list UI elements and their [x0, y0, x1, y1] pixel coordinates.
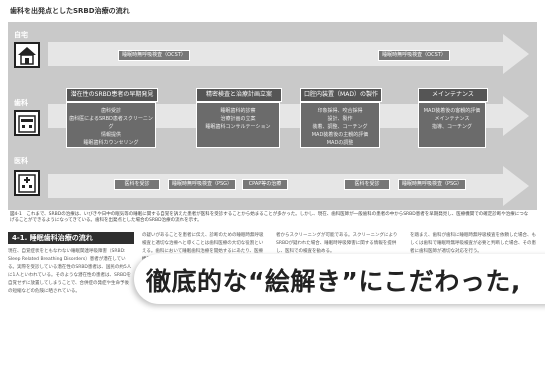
stage-mad-head: 口腔内装置（MAD）の製作	[300, 88, 382, 102]
stage-maintenance-head: メインテナンス	[418, 88, 488, 102]
arrow-head-dental	[503, 96, 529, 136]
ocst-pill-2: 睡眠時無呼吸検査（OCST）	[378, 50, 450, 61]
stage-line: 睡眠歯科的診察	[220, 108, 256, 114]
stage-maintenance-box: MAD装着後の客観的評価 メインテナンス 指導、コーチング	[418, 102, 486, 148]
figure-caption: 図4-1 これまで、SRBDの治療は、いびきや日中の眠気等の睡眠に関する自覚を訴…	[10, 212, 529, 223]
lane-label-dental: 歯科	[14, 99, 28, 107]
arrow-head-medical	[503, 166, 529, 206]
visit-medical-pill-2: 医科を受診	[344, 179, 390, 190]
lane-label-medical: 医科	[14, 157, 28, 165]
stage-line: 治療計画の立案	[220, 116, 256, 122]
psg-pill-1: 睡眠時無呼吸検査（PSG）	[168, 179, 236, 190]
figure-title: 歯科を出発点としたSRBD治療の流れ	[10, 7, 130, 15]
stage-line: 印象採得、咬合採得	[317, 108, 363, 114]
lane-home: 自宅	[8, 28, 537, 74]
bottom-fade	[0, 322, 545, 365]
stage-line: メインテナンス	[434, 116, 470, 122]
stage-line: MAD装着後の主観的評価	[311, 132, 369, 138]
stage-examination-box: 睡眠歯科的診察 治療計画の立案 睡眠歯科コンサルテーション	[196, 102, 280, 148]
stage-line: 装着、調整、コーチング	[312, 124, 368, 130]
body-column-4: を踏まえ、歯科が歯科に睡眠時無呼吸検査を依頼した場合、もしくは歯科で睡眠時無呼吸…	[410, 233, 536, 254]
stage-mad-box: 印象採得、咬合採得 設計、製作 装着、調整、コーチング MAD装着後の主観的評価…	[300, 102, 380, 148]
visit-medical-pill-1: 医科を受診	[114, 179, 160, 190]
stage-line: 睡眠歯科コンサルテーション	[205, 124, 271, 130]
stage-line: 歯科医によるSRBD患者スクリーニング	[69, 116, 153, 130]
body-column-3: 者からスクリーニングが可能である。スクリーニングによりSRBDが疑われた場合、睡…	[276, 233, 398, 254]
hospital-icon	[14, 170, 40, 196]
stage-line: 睡眠歯科カウンセリング	[83, 140, 139, 146]
stage-line: 歯科受診	[100, 108, 121, 114]
section-heading: 4-1. 睡眠歯科治療の流れ	[8, 232, 134, 244]
stage-early-detection-box: 歯科受診 歯科医によるSRBD患者スクリーニング 情報提供 睡眠歯科カウンセリン…	[66, 102, 156, 148]
stage-line: MAD装着後の客観的評価	[423, 108, 481, 114]
house-icon	[14, 42, 40, 68]
dental-clinic-icon	[14, 110, 40, 136]
ocst-pill-1: 睡眠時無呼吸検査（OCST）	[118, 50, 190, 61]
psg-pill-2: 睡眠時無呼吸検査（PSG）	[398, 179, 466, 190]
promo-banner-text: 徹底的な“絵解き”にこだわった,	[146, 267, 521, 296]
body-column-1: 現在、自覚症状をともなわない睡眠関連呼吸障害（SRBD: Sleep Relat…	[8, 249, 132, 294]
stage-line: MADの調整	[326, 140, 354, 146]
stage-line: 設計、製作	[327, 116, 353, 122]
stage-early-detection-head: 潜在性のSRBD患者の早期発見	[66, 88, 158, 102]
stage-line: 指導、コーチング	[431, 124, 472, 130]
arrow-head-home	[503, 34, 529, 74]
lane-label-home: 自宅	[14, 31, 28, 39]
cpap-pill: CPAP等の治療	[242, 179, 288, 190]
treatment-flow-diagram: 自宅 歯科 医科 睡眠時無呼吸検査（OCST） 睡眠	[8, 22, 537, 210]
promo-banner	[134, 254, 545, 304]
stage-examination-head: 精密検査と治療計画立案	[196, 88, 282, 102]
stage-line: 情報提供	[100, 132, 121, 138]
